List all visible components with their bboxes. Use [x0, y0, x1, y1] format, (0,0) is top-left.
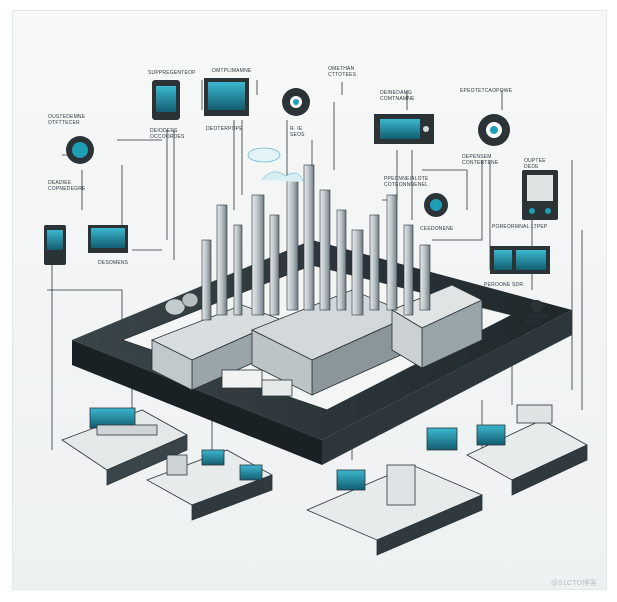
gauge-icon: [531, 300, 543, 312]
watermark: @51CTO博客: [551, 580, 597, 587]
label-right-4: PEROONE SDR: [484, 282, 523, 288]
workstation-left: [61, 407, 188, 486]
gear-icon: [478, 114, 510, 146]
tablet-icon: [44, 225, 66, 265]
workstation-center-right: [305, 427, 484, 556]
oscilloscope-icon: [374, 114, 434, 144]
label-right-3: POREORMNAL LTPEP: [492, 224, 548, 230]
workstation-right: [466, 404, 588, 496]
monitor-icon: [204, 78, 249, 116]
label-mid-2: CEEDONENE: [420, 226, 454, 232]
workstation-center-left: [146, 449, 273, 521]
gear-icon: [282, 88, 310, 116]
label-top-5: EPEOTETCAOPOWE: [460, 88, 513, 94]
label-top-2: OMTPLIMAMNE: [212, 68, 252, 74]
label-sub-2: DEOTERPOPE: [206, 126, 243, 132]
industrial-control-illustration: SUPPREGENTEOP OMTPLIMAMNE OMETHANCTTOTEE…: [44, 66, 588, 556]
label-left-3: DESOMENS: [98, 260, 129, 266]
label-top-1: SUPPREGENTEOP: [148, 70, 196, 76]
gauge-icon: [66, 136, 94, 164]
monitor-icon: [490, 246, 550, 274]
tablet-icon: [152, 80, 180, 120]
control-panel-icon: [522, 170, 558, 220]
cloud-icon: [247, 147, 281, 163]
gauge-icon: [424, 193, 448, 217]
refinery-towers: [164, 164, 431, 321]
monitor-icon: [88, 225, 128, 253]
